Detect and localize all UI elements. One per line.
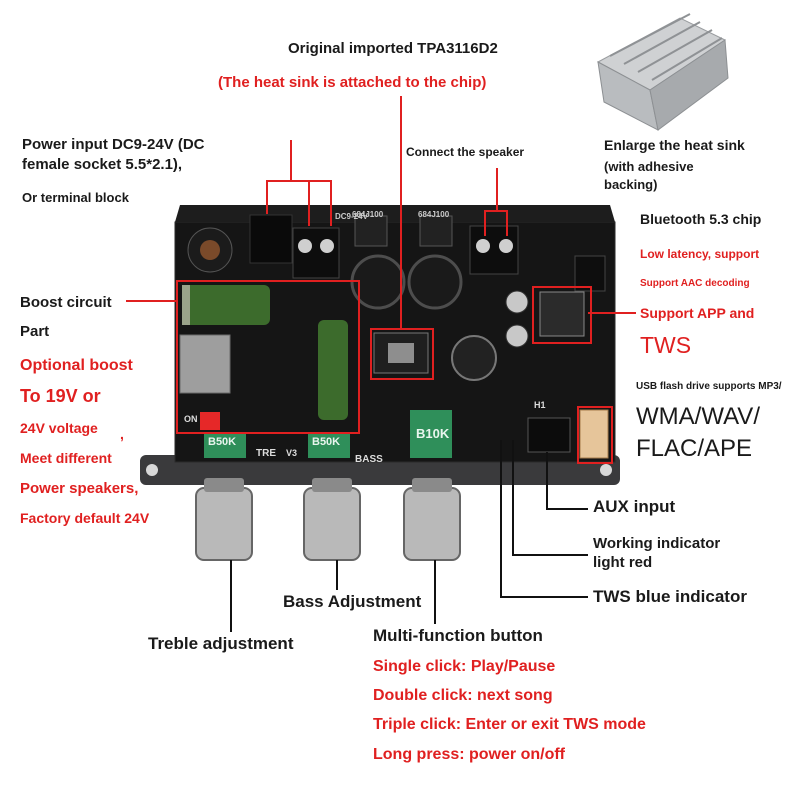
boost-option-5: Power speakers, bbox=[20, 480, 139, 497]
speaker-callout-line-v bbox=[496, 168, 498, 212]
silk-bass: BASS bbox=[355, 454, 383, 465]
boost-region-box bbox=[176, 280, 360, 434]
treble-callout-line bbox=[230, 560, 232, 632]
dc-jack bbox=[249, 214, 293, 264]
boost-option-2: To 19V or bbox=[20, 386, 101, 406]
heatsink-line-2: (with adhesive bbox=[604, 159, 694, 174]
boost-option-4: Meet different bbox=[20, 450, 112, 466]
output-inductor-left bbox=[350, 254, 406, 310]
working-line-2: light red bbox=[593, 554, 653, 571]
usb-line-2: WMA/WAV/ bbox=[636, 403, 760, 430]
filter-capacitor bbox=[318, 320, 348, 420]
button-triple: Triple click: Enter or exit TWS mode bbox=[373, 716, 646, 733]
button-double: Double click: next song bbox=[373, 687, 553, 704]
chip-title: Original imported TPA3116D2 bbox=[288, 40, 498, 57]
bluetooth-feature-3: Support APP and bbox=[640, 305, 755, 321]
chip-highlight-box bbox=[370, 328, 434, 380]
boost-option-6: Factory default 24V bbox=[20, 510, 150, 526]
boost-line-1: Boost circuit bbox=[20, 294, 112, 311]
aux-callout-line-h bbox=[546, 508, 588, 510]
silk-h1: H1 bbox=[534, 400, 546, 410]
silk-tre: TRE bbox=[256, 448, 276, 459]
chip-note: (The heat sink is attached to the chip) bbox=[218, 74, 487, 91]
power-callout-drop-1 bbox=[266, 180, 268, 214]
silk-pot-bass: B50K bbox=[312, 436, 341, 448]
usb-line-1: USB flash drive supports MP3/ bbox=[636, 381, 782, 392]
usb-port bbox=[579, 409, 609, 459]
silk-pot-treble: B50K bbox=[208, 436, 237, 448]
aux-label: AUX input bbox=[593, 497, 676, 516]
working-line-1: Working indicator bbox=[593, 535, 721, 552]
speaker-callout-drop-1 bbox=[484, 210, 486, 236]
big-electrolytic-cap bbox=[451, 335, 497, 381]
treble-knob bbox=[195, 478, 253, 561]
silk-pot-volume: B10K bbox=[416, 426, 450, 441]
aux-callout-line-v bbox=[546, 452, 548, 510]
bluetooth-feature-2: Support AAC decoding bbox=[640, 278, 750, 289]
treble-label: Treble adjustment bbox=[148, 634, 294, 653]
multi-function-knob bbox=[403, 478, 461, 561]
bass-knob bbox=[303, 478, 361, 561]
silk-on: ON bbox=[184, 414, 198, 424]
power-line-2: female socket 5.5*2.1), bbox=[22, 156, 183, 173]
aux-jack bbox=[527, 417, 571, 453]
boost-option-3: 24V voltage bbox=[20, 420, 98, 436]
tws-callout-line-h bbox=[500, 596, 588, 598]
silk-dc: DC9-24V bbox=[335, 212, 368, 221]
button-title: Multi-function button bbox=[373, 626, 543, 645]
power-line-3: Or terminal block bbox=[22, 190, 129, 205]
bluetooth-title: Bluetooth 5.3 chip bbox=[640, 211, 762, 227]
speaker-callout-drop-2 bbox=[506, 210, 508, 236]
working-callout-line-h bbox=[512, 554, 588, 556]
boost-callout-line bbox=[126, 300, 178, 302]
speaker-callout-line-h bbox=[484, 210, 508, 212]
chip-callout-line bbox=[400, 96, 402, 328]
heat-sink-image bbox=[596, 13, 729, 131]
button-single: Single click: Play/Pause bbox=[373, 658, 556, 675]
speaker-label: Connect the speaker bbox=[406, 145, 525, 159]
button-callout-line bbox=[434, 560, 436, 624]
power-callout-line-v bbox=[290, 140, 292, 182]
bluetooth-chip bbox=[539, 291, 585, 337]
power-callout-line-h bbox=[266, 180, 332, 182]
bass-pot-body bbox=[308, 432, 350, 458]
bluetooth-feature-4: TWS bbox=[640, 332, 692, 358]
usb-highlight-box bbox=[577, 406, 613, 464]
power-terminal-block bbox=[292, 227, 340, 279]
bass-callout-line bbox=[336, 560, 338, 590]
silk-inductor-1: 684J100 bbox=[352, 210, 384, 219]
tws-callout-line-v bbox=[500, 440, 502, 598]
heatsink-line-1: Enlarge the heat sink bbox=[604, 137, 745, 153]
tws-indicator-label: TWS blue indicator bbox=[593, 587, 747, 606]
boost-inductor bbox=[179, 334, 231, 394]
working-callout-line-v bbox=[512, 440, 514, 556]
power-callout-drop-3 bbox=[330, 180, 332, 226]
silk-v3: V3 bbox=[286, 448, 298, 458]
boost-capacitor bbox=[182, 285, 270, 325]
boost-option-1: Optional boost bbox=[20, 357, 133, 374]
bluetooth-feature-1: Low latency, support bbox=[640, 247, 760, 261]
silk-inductor-2: 684J100 bbox=[418, 210, 450, 219]
usb-line-3: FLAC/APE bbox=[636, 435, 753, 462]
volume-pot-body bbox=[410, 410, 452, 458]
bass-label: Bass Adjustment bbox=[283, 592, 422, 611]
power-callout-drop-2 bbox=[308, 180, 310, 226]
boost-option-3-suffix: , bbox=[120, 426, 124, 442]
button-long: Long press: power on/off bbox=[373, 746, 565, 763]
bluetooth-callout-line bbox=[588, 312, 636, 314]
output-inductor-right bbox=[407, 254, 463, 310]
treble-pot-body bbox=[204, 432, 246, 458]
boost-dip-switch bbox=[200, 412, 220, 430]
bluetooth-highlight-box bbox=[532, 286, 592, 344]
heatsink-line-3: backing) bbox=[604, 177, 658, 192]
boost-line-2: Part bbox=[20, 323, 50, 340]
power-line-1: Power input DC9-24V (DC bbox=[22, 136, 205, 153]
